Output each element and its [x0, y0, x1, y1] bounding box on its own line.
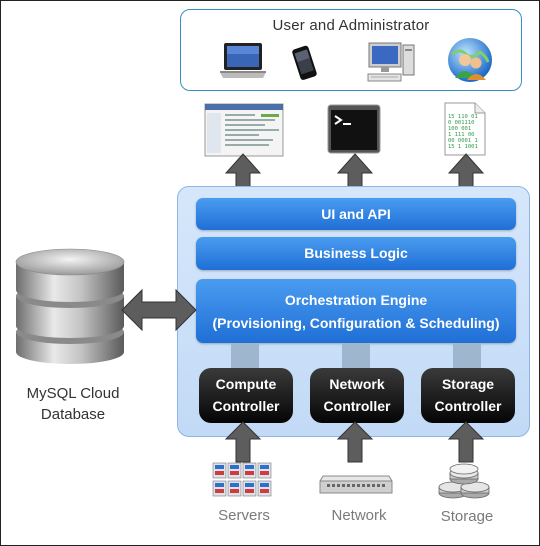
users-globe-icon — [448, 38, 492, 82]
svg-text:0 001110: 0 001110 — [448, 120, 475, 126]
network-label: Network — [331, 507, 387, 524]
code-document-icon: 15 110 01 0 001110 100 001 1 111 00 00 0… — [444, 102, 486, 156]
business-logic-layer: Business Logic — [196, 237, 516, 270]
web-ui-screenshot-icon — [204, 103, 284, 157]
network-connector — [342, 343, 370, 371]
storage-disks-icon — [438, 463, 490, 499]
storage-label: Storage — [440, 508, 494, 525]
mobile-phone-icon — [292, 45, 317, 80]
desktop-computer-icon — [367, 42, 415, 82]
arrow-network-up — [336, 421, 374, 463]
servers-label: Servers — [218, 507, 270, 524]
compute-controller: Compute Controller — [199, 368, 293, 423]
storage-connector — [453, 343, 481, 371]
terminal-icon — [327, 104, 381, 154]
network-switch-icon — [319, 475, 393, 494]
svg-text:00 0001 1: 00 0001 1 — [448, 138, 478, 144]
orchestration-subtitle: (Provisioning, Configuration & Schedulin… — [212, 315, 500, 331]
ui-api-layer: UI and API — [196, 198, 516, 230]
compute-controller-line1: Compute — [215, 376, 277, 392]
storage-controller: Storage Controller — [421, 368, 515, 423]
svg-text:100 001: 100 001 — [448, 126, 471, 132]
user-admin-title: User and Administrator — [272, 17, 430, 34]
laptop-icon — [220, 43, 266, 78]
database-icon — [15, 248, 125, 364]
database-label-line2: Database — [40, 406, 106, 423]
orchestration-engine-layer: Orchestration Engine (Provisioning, Conf… — [196, 279, 516, 343]
network-controller-line1: Network — [329, 376, 385, 392]
database-label: MySQL Cloud Database — [3, 383, 143, 425]
svg-text:15 1 1001: 15 1 1001 — [448, 144, 478, 150]
network-controller-line2: Controller — [323, 398, 391, 414]
compute-connector — [231, 343, 259, 371]
server-rack-icon — [212, 462, 272, 497]
network-controller: Network Controller — [310, 368, 404, 423]
storage-controller-line2: Controller — [434, 398, 502, 414]
database-bidirectional-arrow — [121, 288, 197, 332]
orchestration-title: Orchestration Engine — [284, 292, 428, 308]
storage-controller-line1: Storage — [441, 376, 495, 392]
database-label-line1: MySQL Cloud — [26, 385, 120, 402]
compute-controller-line2: Controller — [212, 398, 280, 414]
svg-text:1 111 00: 1 111 00 — [448, 132, 475, 138]
arrow-servers-up — [224, 421, 262, 463]
svg-text:15 110 01: 15 110 01 — [448, 114, 478, 120]
arrow-storage-up — [447, 421, 485, 463]
